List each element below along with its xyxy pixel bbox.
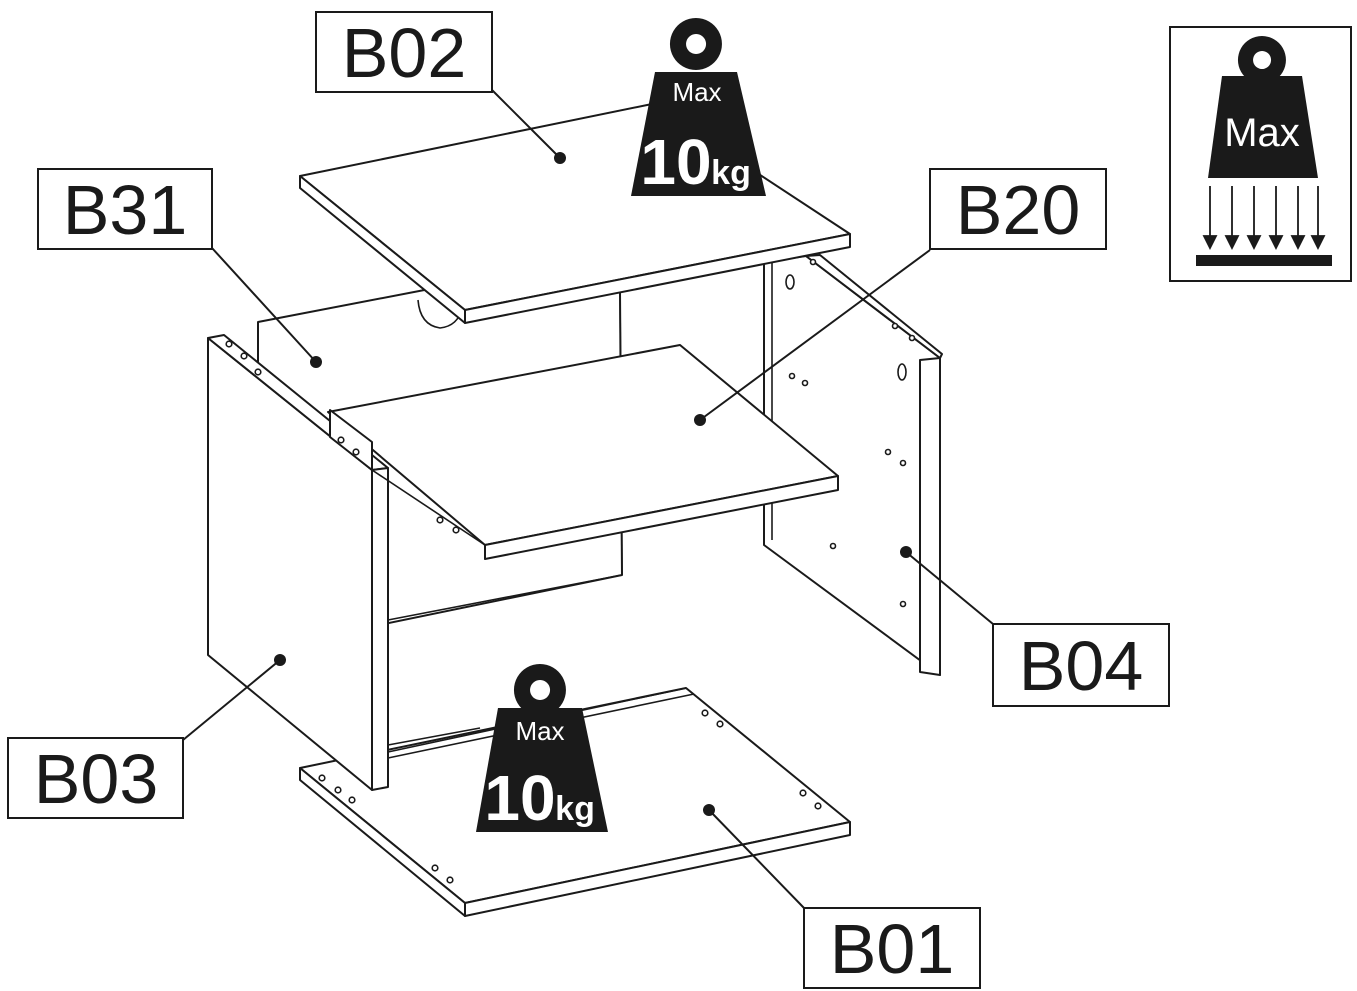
panel-b03	[207, 334, 623, 791]
load-legend: Max	[1169, 26, 1352, 282]
load-arrows-icon	[1202, 186, 1326, 251]
svg-text:B31: B31	[63, 171, 188, 249]
label-b31: B31	[37, 168, 213, 250]
svg-text:B20: B20	[956, 171, 1081, 249]
leader-b01	[703, 804, 805, 909]
label-b03: B03	[7, 737, 184, 819]
leader-b04	[900, 546, 994, 625]
weight-value: 10	[640, 126, 711, 198]
panel-b04	[763, 254, 943, 676]
weight-max-label: Max	[672, 77, 721, 107]
label-b20: B20	[929, 168, 1107, 250]
leader-b03	[182, 654, 286, 741]
legend-max-label: Max	[1224, 111, 1300, 155]
weight-value: 10	[484, 762, 555, 834]
panel-b20	[327, 344, 839, 560]
weight-unit: kg	[555, 790, 595, 828]
label-b04: B04	[992, 623, 1170, 707]
weight-unit: kg	[711, 154, 751, 192]
leader-b31	[211, 247, 322, 368]
weight-max-label: Max	[515, 716, 564, 746]
label-b01: B01	[803, 907, 981, 989]
svg-text:B01: B01	[830, 910, 955, 988]
weight-limit-icon-b02: Max 10 kg	[631, 18, 766, 198]
weight-limit-icon-b01: Max 10 kg	[476, 664, 608, 834]
leader-b20	[694, 249, 931, 426]
svg-text:B02: B02	[342, 14, 467, 92]
svg-text:B03: B03	[34, 740, 159, 818]
leader-b02	[491, 89, 566, 164]
svg-text:B04: B04	[1019, 627, 1144, 705]
label-b02: B02	[315, 11, 493, 93]
load-surface-bar	[1196, 255, 1332, 266]
